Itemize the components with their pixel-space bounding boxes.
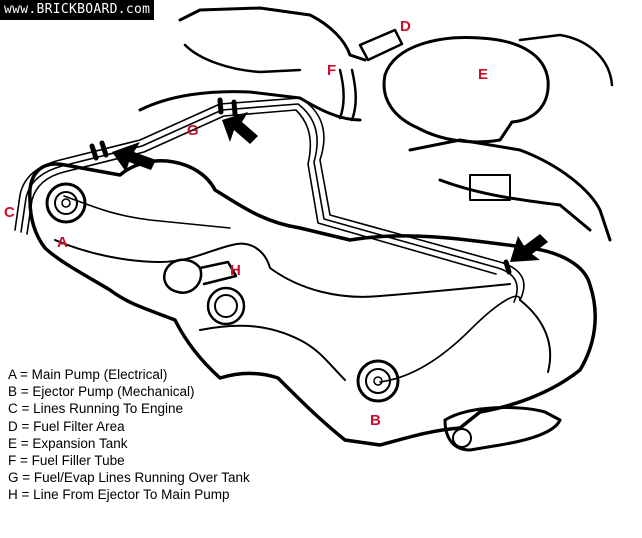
chassis-structure-top <box>178 6 367 62</box>
expansion-tank-shape <box>382 36 550 144</box>
arm-bushing <box>452 428 472 448</box>
label-a: A <box>57 234 68 251</box>
label-e: E <box>478 66 489 83</box>
ejector-pump <box>356 359 400 403</box>
label-d: D <box>400 18 411 35</box>
pointer-arrows <box>112 112 548 262</box>
tank-lower-contour <box>199 324 346 381</box>
line-clamps <box>89 97 512 275</box>
fuel-filter-shape <box>358 28 404 62</box>
arrow-tank-right <box>510 234 548 262</box>
suspension-arm <box>443 406 562 452</box>
expansion-tank-neck <box>518 33 614 87</box>
chassis-structure-left <box>183 43 302 74</box>
legend-item-c: C = Lines Running To Engine <box>8 401 183 417</box>
bracket-box <box>469 174 511 201</box>
fuel-lines <box>14 97 525 383</box>
legend-item-e: E = Expansion Tank <box>8 435 128 451</box>
ejector-line-bracket <box>163 258 246 326</box>
label-b: B <box>370 412 381 429</box>
legend-item-h: H = Line From Ejector To Main Pump <box>8 487 230 503</box>
rear-frame-lower <box>438 178 592 232</box>
legend-item-g: G = Fuel/Evap Lines Running Over Tank <box>8 470 250 486</box>
tank-inner-ridge <box>54 239 511 298</box>
legend-item-b: B = Ejector Pump (Mechanical) <box>8 384 195 400</box>
brickboard-watermark: www.BRICKBOARD.com <box>0 0 155 20</box>
rear-frame-structure <box>408 138 612 242</box>
label-c: C <box>4 204 15 221</box>
legend-item-d: D = Fuel Filter Area <box>8 418 125 434</box>
floor-panel-edge <box>138 90 362 122</box>
arrow-g-left <box>112 142 156 172</box>
label-f: F <box>327 62 337 79</box>
arrow-g-top <box>222 112 258 144</box>
tank-side-contour <box>519 299 552 373</box>
label-h: H <box>230 262 241 279</box>
fuel-tank-outline <box>28 159 597 447</box>
main-pump <box>45 182 87 224</box>
label-g: G <box>187 122 199 139</box>
legend-item-f: F = Fuel Filler Tube <box>8 453 125 469</box>
legend: A = Main Pump (Electrical) B = Ejector P… <box>8 366 308 504</box>
legend-item-a: A = Main Pump (Electrical) <box>8 367 168 382</box>
filler-tube <box>338 68 357 122</box>
